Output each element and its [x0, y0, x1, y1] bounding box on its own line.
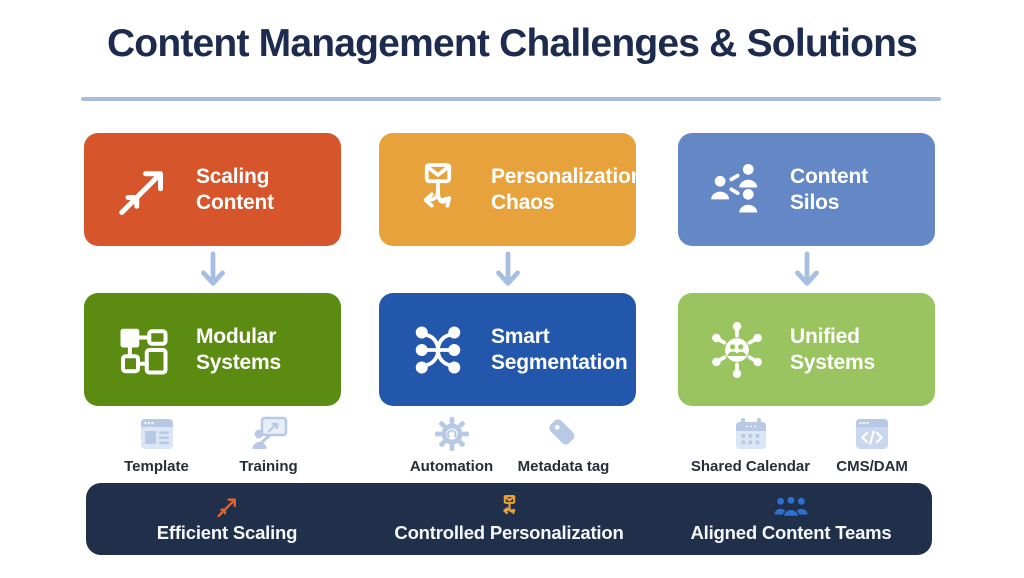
- challenge-card-scaling-content: Scaling Content: [84, 133, 341, 246]
- tool-label: Metadata tag: [517, 458, 610, 475]
- challenge-label: Content Silos: [790, 164, 868, 214]
- down-arrow-icon: [794, 251, 819, 286]
- branching-message-icon: [502, 495, 515, 515]
- flow-arrow: [678, 246, 935, 293]
- flow-arrow: [379, 246, 636, 293]
- outcomes-bar: Efficient Scaling Controlled Personaliza…: [86, 483, 932, 555]
- unified-hub-icon: [706, 320, 768, 380]
- title-divider: [81, 97, 941, 101]
- outcome-label: Aligned Content Teams: [690, 522, 892, 543]
- training-presentation-icon: [252, 416, 287, 449]
- challenge-label: Scaling Content: [196, 164, 274, 214]
- column-scaling: Scaling Content Modular Systems: [84, 133, 341, 475]
- tools-row: Template Training: [84, 414, 341, 475]
- down-arrow-icon: [495, 251, 520, 286]
- column-silos: Content Silos: [678, 133, 935, 475]
- outcome-controlled-personalization: Controlled Personalization: [368, 483, 650, 555]
- down-arrow-icon: [200, 251, 225, 286]
- outcome-aligned-content-teams: Aligned Content Teams: [650, 483, 932, 555]
- flow-arrow: [84, 246, 341, 293]
- challenge-label: Personalization Chaos: [491, 164, 644, 214]
- solution-card-modular-systems: Modular Systems: [84, 293, 341, 406]
- column-personalization: Personalization Chaos: [379, 133, 643, 475]
- solution-label: Modular Systems: [196, 324, 281, 374]
- tool-template: Template: [107, 414, 207, 475]
- branching-message-icon: [407, 160, 469, 220]
- solution-label: Unified Systems: [790, 324, 875, 374]
- solution-card-smart-segmentation: Smart Segmentation: [379, 293, 636, 406]
- tag-icon: [548, 419, 575, 445]
- tool-label: Automation: [409, 458, 494, 475]
- scaling-arrows-icon: [216, 498, 236, 518]
- solution-label: Smart Segmentation: [491, 324, 628, 374]
- tool-label: Shared Calendar: [690, 458, 811, 475]
- outcome-efficient-scaling: Efficient Scaling: [86, 483, 368, 555]
- challenge-card-content-silos: Content Silos: [678, 133, 935, 246]
- modular-blocks-icon: [112, 320, 174, 380]
- tool-label: Training: [239, 458, 298, 475]
- tools-row: Automation Metadata tag: [379, 414, 636, 475]
- outcome-label: Controlled Personalization: [394, 522, 624, 543]
- team-group-icon: [774, 495, 808, 518]
- challenge-card-personalization-chaos: Personalization Chaos: [379, 133, 643, 246]
- tool-training: Training: [219, 414, 319, 475]
- page-title: Content Management Challenges & Solution…: [106, 22, 918, 65]
- tool-shared-calendar: Shared Calendar: [691, 414, 810, 475]
- outcome-label: Efficient Scaling: [156, 522, 298, 543]
- segmentation-network-icon: [407, 320, 469, 380]
- gear-icon: [434, 417, 469, 451]
- tools-row: Shared Calendar CMS/DAM: [678, 414, 935, 475]
- code-window-icon: [856, 419, 889, 449]
- tool-automation: Automation: [402, 414, 502, 475]
- solution-card-unified-systems: Unified Systems: [678, 293, 935, 406]
- tool-label: Template: [124, 458, 189, 475]
- disconnected-people-icon: [706, 160, 768, 220]
- template-window-icon: [140, 419, 173, 449]
- scaling-arrows-icon: [112, 160, 174, 220]
- calendar-icon: [735, 418, 766, 449]
- tool-metadata-tag: Metadata tag: [514, 414, 614, 475]
- tool-cms-dam: CMS/DAM: [822, 414, 922, 475]
- tool-label: CMS/DAM: [836, 458, 908, 475]
